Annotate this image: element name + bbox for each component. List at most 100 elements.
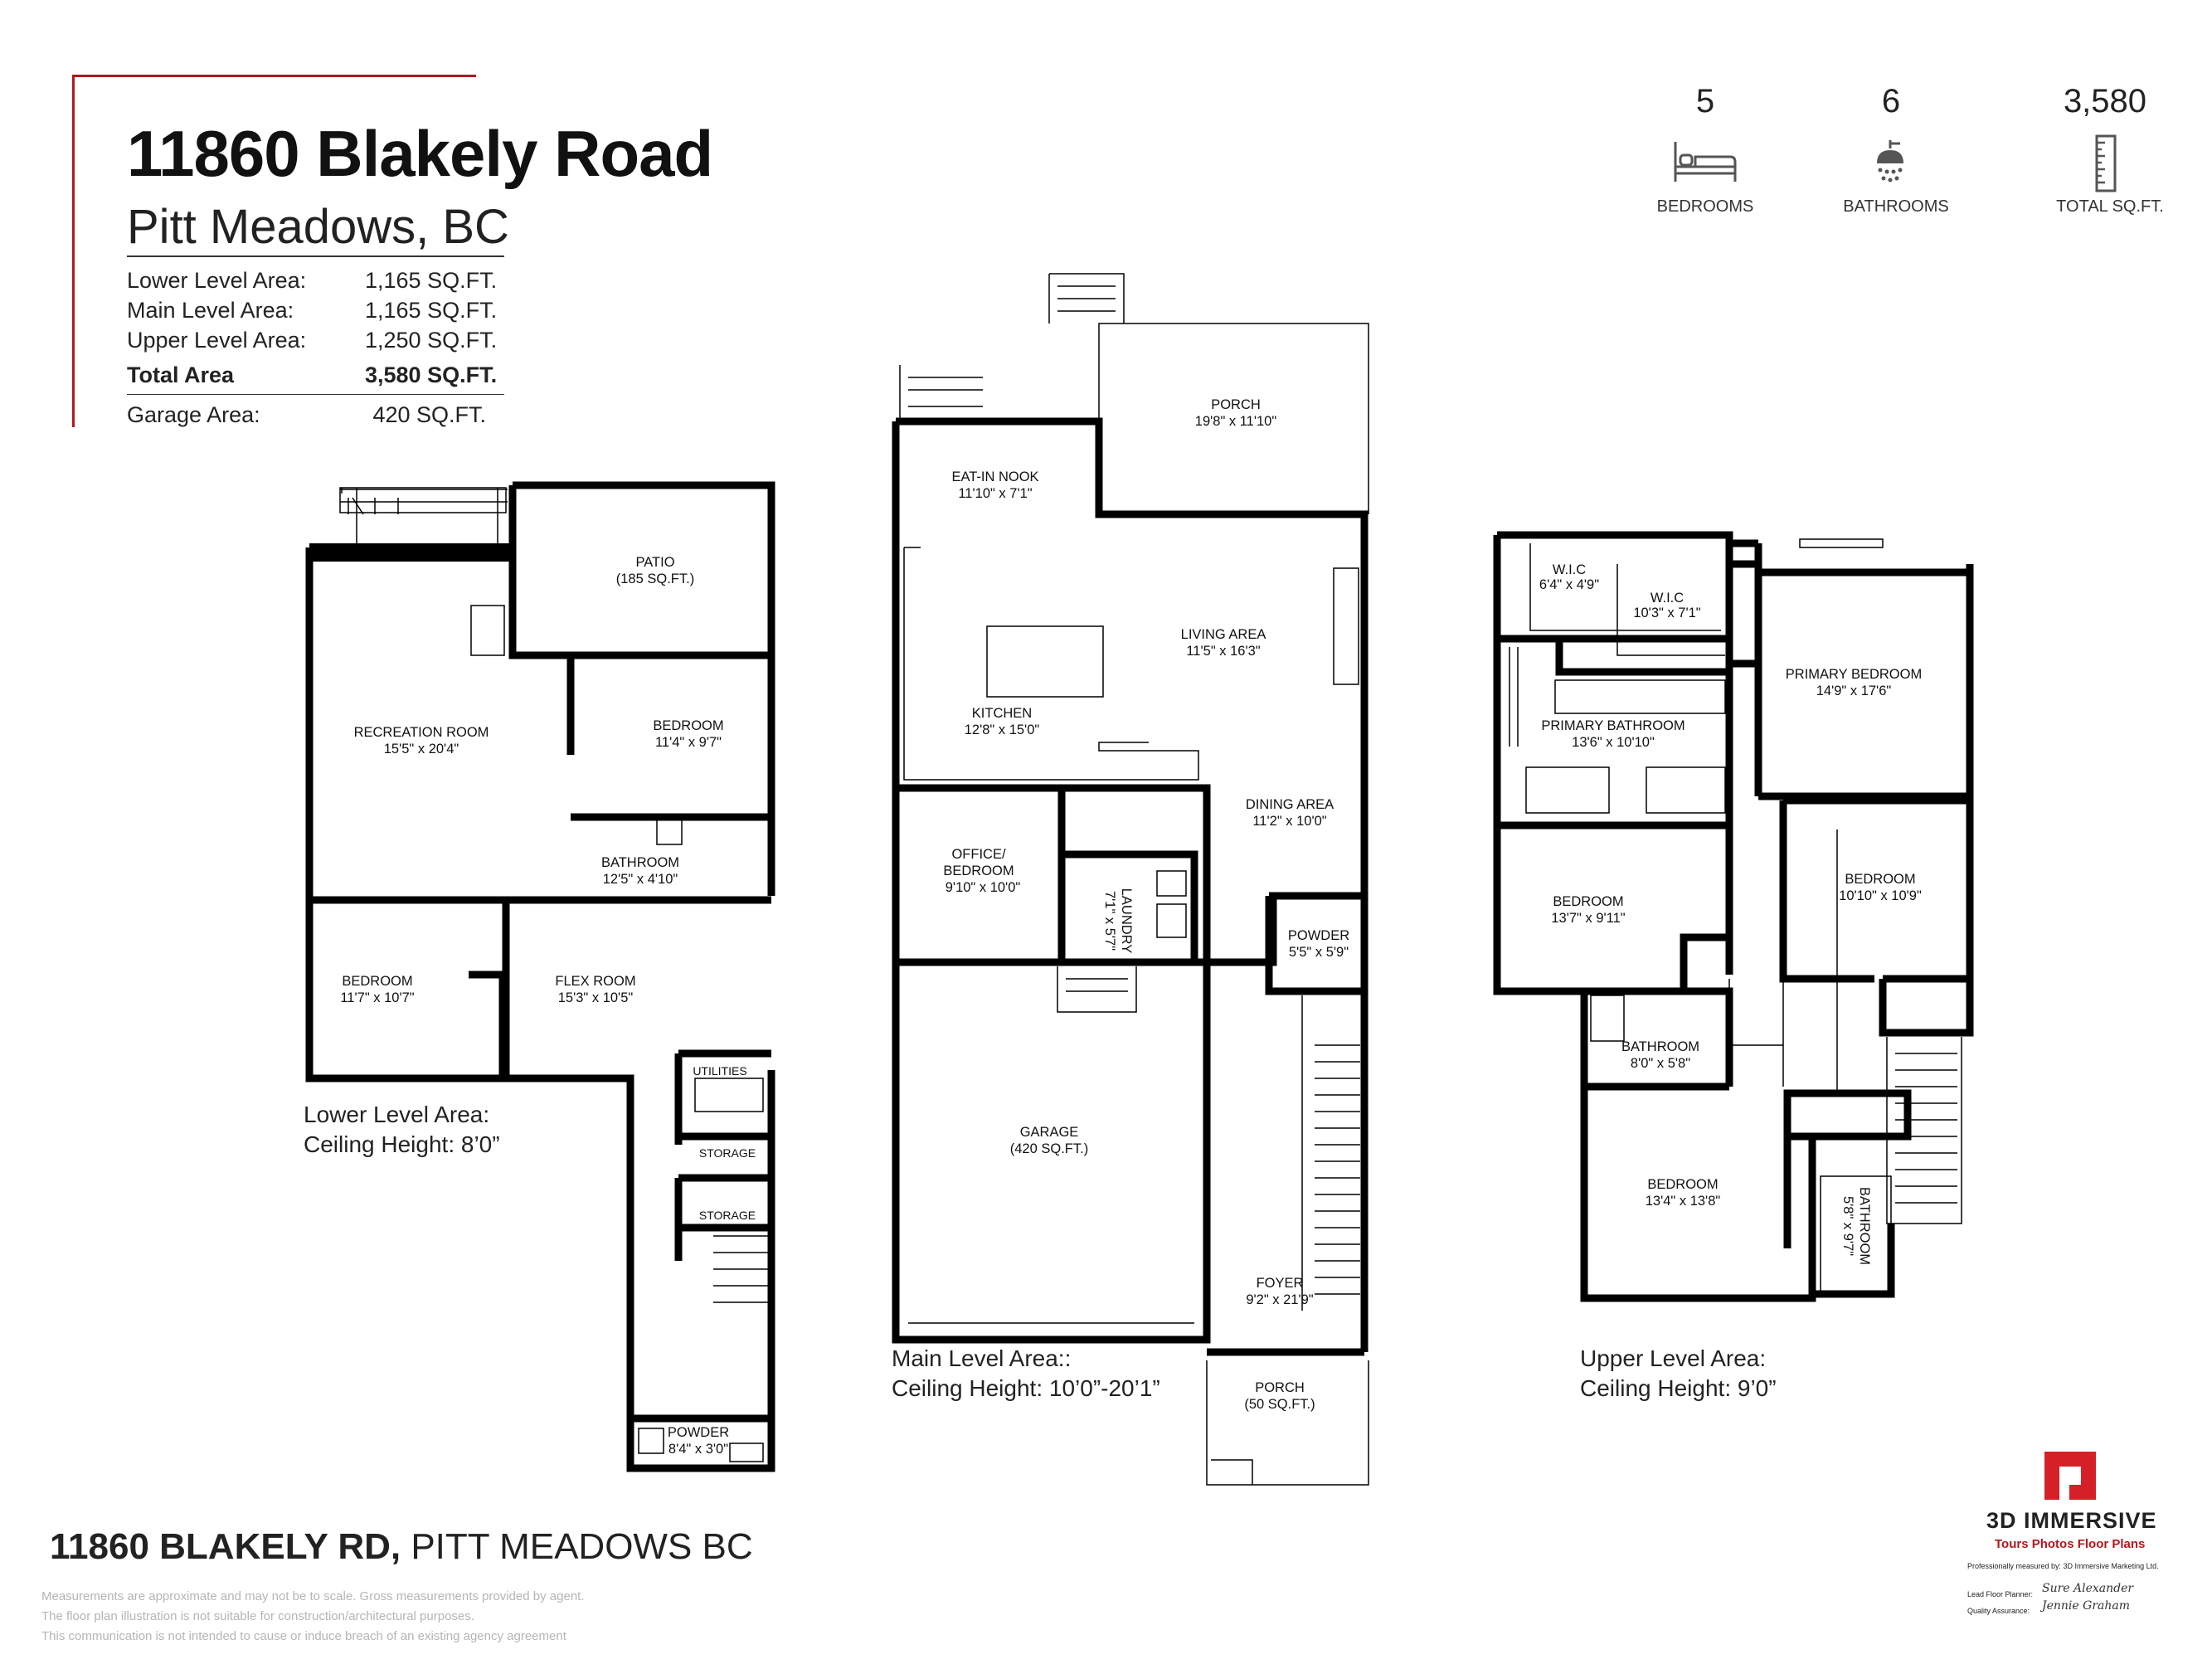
room-label: RECREATION ROOM	[354, 725, 489, 740]
stat-bathrooms-value: 6	[1881, 83, 1901, 119]
room-label: PORCH	[1255, 1380, 1305, 1395]
room-dim: 5'5" x 5'9"	[1289, 945, 1349, 960]
room-dim: 11'4" x 9'7"	[655, 735, 722, 750]
shower-icon	[1862, 137, 1928, 195]
garage-area-label: Garage Area:	[127, 402, 260, 427]
area-label-upper: Upper Level Area:	[127, 328, 307, 353]
lower-exterior-slab	[309, 543, 513, 562]
room-dim: 10'10" x 10'9"	[1839, 888, 1922, 903]
main-level-caption: Main Level Area:: Ceiling Height: 10’0”-…	[892, 1344, 1160, 1404]
footer-address: 11860 BLAKELY RD, PITT MEADOWS BC	[50, 1526, 753, 1568]
room-label: BEDROOM	[1553, 894, 1623, 909]
room-dim: (185 SQ.FT.)	[616, 572, 694, 586]
room-label: LAUNDRY	[1119, 888, 1134, 954]
room-label: FOYER	[1257, 1276, 1304, 1291]
stat-bathrooms-label: BATHROOMS	[1843, 197, 1949, 216]
qa-label: Quality Assurance:	[1967, 1607, 2030, 1615]
room-dim: 9'2" x 21'9"	[1246, 1292, 1313, 1307]
lower-level-title: Lower Level Area:	[304, 1102, 490, 1127]
lower-level-ceiling: Ceiling Height: 8’0”	[304, 1131, 500, 1157]
main-level-labels: PORCH 19'8" x 11'10" EAT-IN NOOK 11'10" …	[943, 397, 1349, 1412]
lead-planner-label: Lead Floor Planner:	[1967, 1590, 2034, 1598]
stat-sqft-label: TOTAL SQ.FT.	[2056, 197, 2164, 216]
header-frame-left	[72, 75, 75, 427]
room-dim: (420 SQ.FT.)	[1010, 1141, 1088, 1156]
room-dim: 7'1" x 5'7"	[1102, 891, 1117, 951]
room-label: W.I.C	[1553, 562, 1586, 577]
room-dim: (50 SQ.FT.)	[1244, 1397, 1315, 1412]
room-label: UTILITIES	[693, 1064, 746, 1078]
property-city: Pitt Meadows, BC	[127, 200, 509, 254]
room-label: BEDROOM	[342, 974, 412, 989]
room-dim: 11'2" x 10'0"	[1252, 814, 1326, 829]
stat-bedrooms-value: 5	[1695, 83, 1715, 119]
room-dim: 14'9" x 17'6"	[1816, 684, 1892, 698]
room-dim: 8'0" x 5'8"	[1631, 1056, 1690, 1071]
room-dim: 13'7" x 9'11"	[1551, 911, 1625, 926]
room-label: BATHROOM	[601, 855, 679, 870]
garage-area-value: 420 SQ.FT.	[372, 402, 486, 427]
bed-icon	[1672, 137, 1738, 195]
disclaimer-line: Measurements are approximate and may not…	[41, 1589, 585, 1603]
room-label: STORAGE	[699, 1146, 756, 1160]
property-address: 11860 Blakely Road	[127, 117, 713, 190]
room-dim: BEDROOM	[943, 864, 1014, 878]
room-dim: 13'4" x 13'8"	[1646, 1194, 1721, 1209]
area-value-lower: 1,165 SQ.FT.	[365, 268, 498, 293]
footer-address-street: 11860 BLAKELY RD,	[50, 1526, 401, 1567]
main-level-walls	[892, 417, 1369, 1356]
room-label: PATIO	[635, 555, 674, 570]
room-dim: 5'8" x 9'7"	[1840, 1196, 1855, 1256]
main-level-ceiling: Ceiling Height: 10’0”-20’1”	[892, 1375, 1160, 1401]
total-divider	[127, 394, 504, 395]
qa-signature: Jennie Graham	[2042, 1599, 2131, 1613]
room-label: KITCHEN	[972, 706, 1032, 721]
disclaimer-line: This communication is not intended to ca…	[41, 1629, 566, 1643]
stat-sqft-value: 3,580	[2063, 83, 2147, 119]
upper-level-labels: W.I.C 6'4" x 4'9" W.I.C 10'3" x 7'1" PRI…	[1539, 562, 1922, 1265]
room-label: BATHROOM	[1621, 1039, 1699, 1054]
main-level-title: Main Level Area::	[892, 1345, 1072, 1371]
room-label: BEDROOM	[1845, 872, 1915, 887]
upper-level-ceiling: Ceiling Height: 9’0”	[1580, 1375, 1777, 1401]
lower-level-walls	[305, 481, 775, 1472]
stat-bedrooms-label: BEDROOMS	[1656, 197, 1754, 216]
room-dim: 6'4" x 4'9"	[1539, 577, 1599, 592]
room-label: BEDROOM	[653, 718, 723, 733]
room-label: W.I.C	[1650, 591, 1684, 606]
room-dim: 19'8" x 11'10"	[1195, 414, 1277, 429]
brand-logo-icon	[2044, 1452, 2096, 1500]
lead-planner-signature: Sure Alexander	[2042, 1582, 2134, 1595]
footer-address-city: PITT MEADOWS BC	[411, 1526, 753, 1567]
room-label: PRIMARY BATHROOM	[1541, 718, 1685, 733]
room-dim: 11'5" x 16'3"	[1186, 644, 1260, 659]
disclaimer-line: The floor plan illustration is not suita…	[41, 1609, 474, 1623]
total-area-value: 3,580 SQ.FT.	[365, 362, 498, 387]
room-dim: 8'4" x 3'0"	[668, 1442, 728, 1457]
room-label: OFFICE/	[951, 847, 1005, 862]
area-label-main: Main Level Area:	[127, 298, 294, 323]
room-dim: 12'8" x 15'0"	[965, 722, 1040, 737]
brand-name: 3D IMMERSIVE	[1986, 1508, 2157, 1533]
area-value-upper: 1,250 SQ.FT.	[365, 328, 498, 353]
room-label: POWDER	[668, 1425, 729, 1440]
upper-level-title: Upper Level Area:	[1580, 1345, 1767, 1371]
room-label: LIVING AREA	[1181, 627, 1266, 642]
room-label: BATHROOM	[1857, 1187, 1872, 1265]
area-value-main: 1,165 SQ.FT.	[365, 298, 498, 323]
room-label: BEDROOM	[1647, 1177, 1718, 1192]
brand-tagline: Tours Photos Floor Plans	[1995, 1537, 2146, 1551]
total-area-label: Total Area	[127, 362, 235, 387]
room-dim: 11'7" x 10'7"	[340, 990, 414, 1005]
room-dim: 15'5" x 20'4"	[384, 742, 459, 757]
room-dim: 12'5" x 4'10"	[603, 872, 678, 887]
room-dim: 13'6" x 10'10"	[1572, 735, 1655, 750]
area-label-lower: Lower Level Area:	[127, 268, 307, 293]
room-dim: 9'10" x 10'0"	[946, 880, 1021, 895]
room-dim: 15'3" x 10'5"	[558, 990, 634, 1005]
room-label: FLEX ROOM	[555, 974, 635, 989]
upper-level-caption: Upper Level Area: Ceiling Height: 9’0”	[1580, 1344, 1777, 1404]
room-label: STORAGE	[699, 1209, 756, 1222]
room-dim: 11'10" x 7'1"	[958, 486, 1032, 501]
